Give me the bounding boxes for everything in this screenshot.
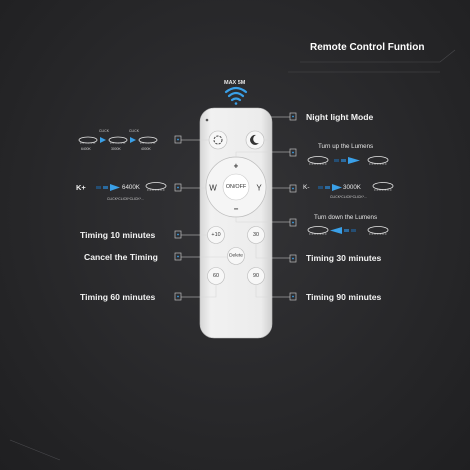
delete-button-shape (227, 247, 245, 265)
lumens-up-arrow-icon (334, 157, 360, 164)
onoff-button[interactable]: ON/OFF (225, 184, 247, 190)
cct-3000-label: 3000K (111, 147, 121, 151)
cct-4000-label: 4000K (141, 147, 151, 151)
timer10-button-shape (207, 226, 225, 244)
indicator-led (205, 118, 209, 122)
timing30-label: Timing 30 minutes (306, 253, 382, 263)
callout-boxes (174, 112, 297, 301)
lamp-icons-down (307, 226, 389, 235)
lumens-down-arrow-icon (330, 227, 356, 234)
yellow-key[interactable]: Y (256, 183, 262, 193)
timing60-label: Timing 60 minutes (80, 292, 156, 302)
turn-up-label: Turn up the Lumens (318, 143, 374, 150)
click-label-2: CLICK (129, 129, 139, 133)
lumens-up-key[interactable]: + (233, 161, 239, 171)
kminus-click: CLICK*CLICK*CLICK*... (330, 195, 367, 199)
timer60-button-shape (207, 267, 225, 285)
timer90-button-shape (247, 267, 265, 285)
lamp-icons-up (307, 156, 389, 165)
lamp-icon-w (145, 182, 167, 191)
kminus-temp: 3000K (343, 184, 361, 191)
moon-icon (250, 134, 259, 145)
kminus-arrow-icon (318, 184, 342, 191)
range-label: MAX 5M (224, 80, 246, 86)
kplus-temp: 6400K (122, 184, 140, 191)
click-label-1: CLICK (99, 129, 109, 133)
timer90-button[interactable]: 90 (253, 273, 259, 279)
warm-white-key[interactable]: W (209, 183, 217, 193)
night-mode-label: Night light Mode (306, 112, 374, 122)
page-title: Remote Control Funtion (310, 42, 425, 53)
timer30-button[interactable]: 30 (253, 232, 259, 238)
leader-lines (181, 116, 290, 298)
timer30-button-shape (247, 226, 265, 244)
wifi-icon (224, 86, 248, 105)
lamp-icon-y (372, 182, 394, 191)
lamp-icons-cct (78, 136, 158, 144)
timer10-button[interactable]: +10 (211, 232, 221, 238)
turn-down-label: Turn down the Lumens (314, 214, 378, 221)
cct-6400-label: 6400K (81, 147, 91, 151)
kplus-click: CLICK*CLICK*CLICK*... (107, 197, 144, 201)
cct-arrows (100, 137, 136, 143)
onoff-button-shape (222, 173, 250, 201)
timing10-label: Timing 10 minutes (80, 230, 156, 240)
kminus-label: K- (303, 184, 310, 191)
kplus-label: K+ (76, 183, 86, 192)
lumens-down-key[interactable]: − (233, 204, 239, 214)
night-button-shape (245, 130, 265, 150)
callout-dots (177, 115, 294, 298)
timing90-label: Timing 90 minutes (306, 292, 382, 302)
decor-lines (9, 49, 456, 461)
cycle-icon (213, 135, 223, 145)
timer60-button[interactable]: 60 (213, 273, 219, 279)
kplus-arrow-icon (96, 184, 120, 191)
delete-button[interactable]: Delete (229, 253, 243, 259)
mode-button-shape (208, 130, 228, 150)
cancel-timing-label: Cancel the Timing (84, 252, 158, 262)
